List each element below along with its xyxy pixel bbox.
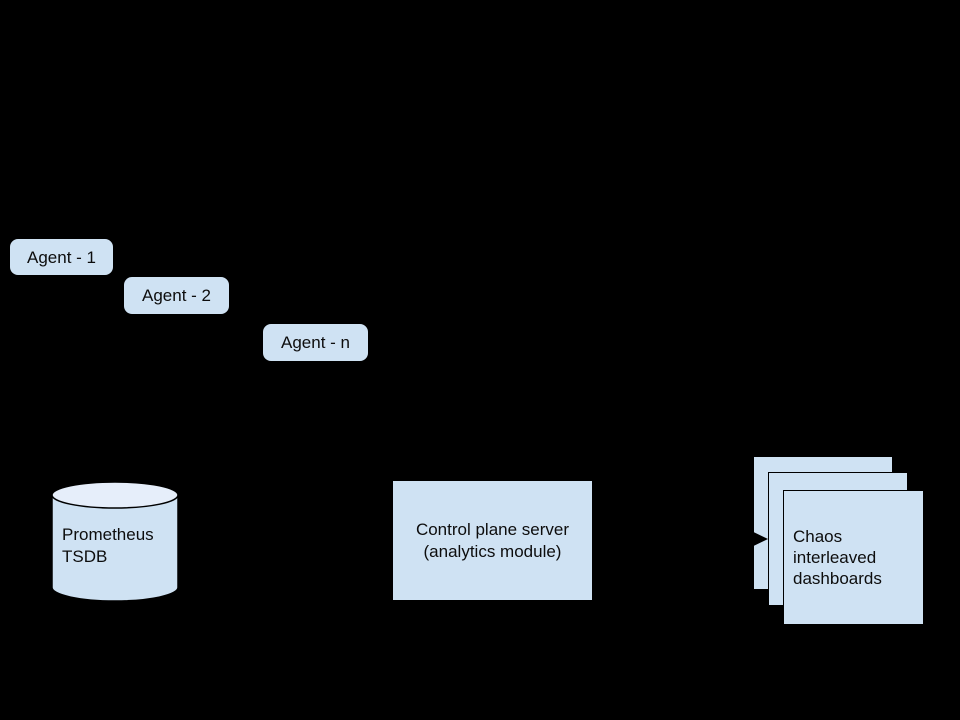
dashboards-label-line1: Chaos xyxy=(793,527,843,546)
arrowhead-right-icon xyxy=(754,532,768,546)
prometheus-tsdb-node: Prometheus TSDB xyxy=(51,481,179,602)
database-cylinder-icon xyxy=(51,481,179,602)
prometheus-tsdb-label-line1: Prometheus xyxy=(62,525,154,544)
cylinder-top xyxy=(51,481,179,509)
dashboards-label-line3: dashboards xyxy=(793,569,882,588)
server-to-dashboards-arrow xyxy=(592,532,768,546)
prometheus-tsdb-label-line2: TSDB xyxy=(62,547,108,566)
agent-1-label: Agent - 1 xyxy=(27,247,96,267)
agent-1-node: Agent - 1 xyxy=(10,239,113,275)
dashboard-card-front: Chaos interleaved dashboards xyxy=(783,490,924,625)
dashboards-label: Chaos interleaved dashboards xyxy=(784,526,923,589)
control-plane-server-label-line1: Control plane server xyxy=(415,519,570,539)
dashboards-label-line2: interleaved xyxy=(793,548,877,567)
control-plane-server-label-line2: (analytics module) xyxy=(423,541,562,561)
agent-n-label: Agent - n xyxy=(281,333,350,352)
prometheus-tsdb-label: Prometheus TSDB xyxy=(62,524,154,568)
agent-2-label: Agent - 2 xyxy=(142,286,211,305)
cylinder-body xyxy=(51,495,179,602)
agent-2-node: Agent - 2 xyxy=(124,277,229,314)
control-plane-server-node: Control plane server (analytics module) xyxy=(393,481,592,600)
agent-n-node: Agent - n xyxy=(263,324,368,361)
